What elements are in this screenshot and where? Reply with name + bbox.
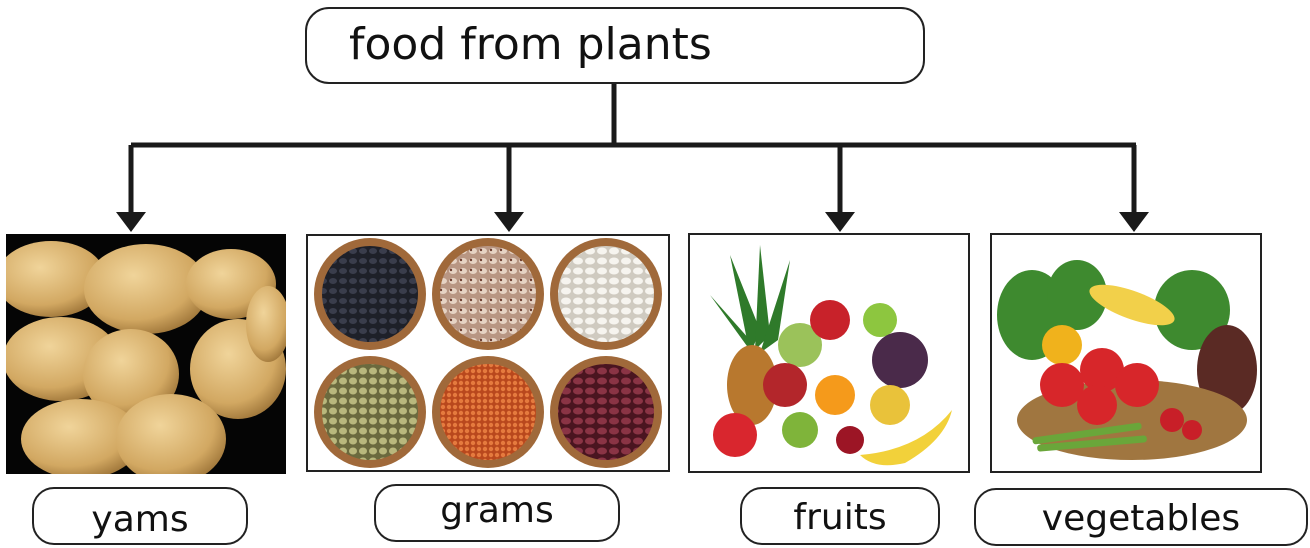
apple-green (863, 303, 897, 337)
bowl-pinto-beans (432, 238, 544, 350)
yams-image (6, 234, 286, 474)
bowl-lentils (432, 356, 544, 468)
bowl-white-beans (550, 238, 662, 350)
vegetables-illustration (992, 235, 1260, 471)
tomato (1077, 385, 1117, 425)
category-label-vegetables: vegetables (976, 498, 1306, 539)
cherries (836, 426, 864, 454)
cherry-tomatoes (1182, 420, 1202, 440)
vegetables-image (990, 233, 1262, 473)
potatoes-illustration (6, 234, 286, 474)
yellow-pepper (1042, 325, 1082, 365)
pomegranate (763, 363, 807, 407)
pineapple-crown (710, 245, 790, 355)
root-node-label: food from plants (349, 19, 712, 70)
kiwi (782, 412, 818, 448)
tomato (1115, 363, 1159, 407)
arrow-head-yams (116, 212, 146, 232)
category-label-box-vegetables: vegetables (974, 488, 1308, 546)
fruits-illustration (690, 235, 968, 471)
category-label-fruits: fruits (742, 497, 938, 538)
bowl-kidney-beans (550, 356, 662, 468)
cherry-tomatoes (1160, 408, 1184, 432)
apple-yellow (870, 385, 910, 425)
fruits-image (688, 233, 970, 473)
category-label-box-fruits: fruits (740, 487, 940, 545)
category-label-grams: grams (376, 490, 618, 531)
beans-illustration (308, 236, 668, 470)
root-node-box: food from plants (305, 7, 925, 84)
bowl-green-beans (314, 356, 426, 468)
apple-red (810, 300, 850, 340)
strawberries (713, 413, 757, 457)
tomato (1040, 363, 1084, 407)
category-label-box-yams: yams (32, 487, 248, 545)
category-label-yams: yams (34, 499, 246, 540)
orange (815, 375, 855, 415)
arrow-head-vegetables (1119, 212, 1149, 232)
arrow-head-fruits (825, 212, 855, 232)
banana (860, 410, 952, 465)
grapes-purple (872, 332, 928, 388)
grams-image (306, 234, 670, 472)
arrow-head-grams (494, 212, 524, 232)
bowl-black-beans (314, 238, 426, 350)
category-label-box-grams: grams (374, 484, 620, 542)
